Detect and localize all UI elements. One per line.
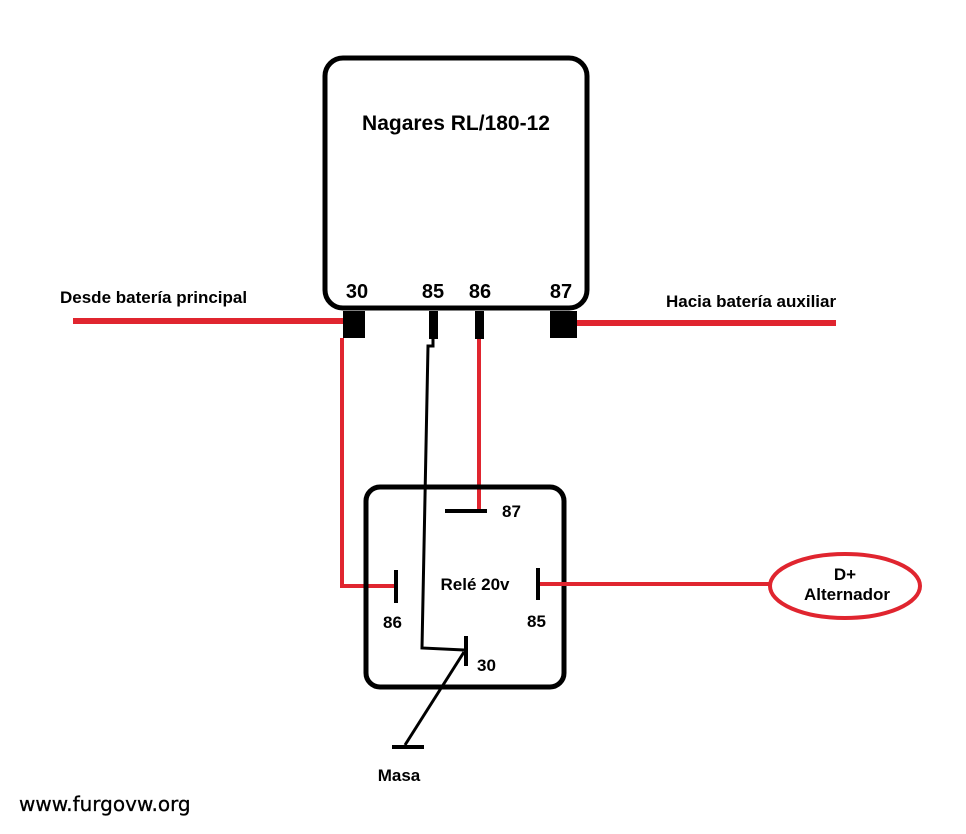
main-relay-pin-85: 85 [422,281,444,303]
main-relay-pin-86: 86 [469,281,491,303]
small-relay-body [363,484,567,690]
small-relay-pin-86: 86 [383,613,402,632]
terminal-87-block [550,311,577,338]
main-relay-pin-87: 87 [550,281,572,303]
main-relay-pin-30: 30 [346,281,368,303]
alternator-ellipse [768,552,922,620]
main-relay-title: Nagares RL/180-12 [362,112,550,135]
main-relay-body [322,55,590,311]
label-from-main-battery: Desde batería principal [60,288,247,307]
small-relay-title: Relé 20v [441,575,511,594]
wire-85-to-relay-30 [420,339,465,652]
wire-30-to-relay-86 [340,338,394,588]
alternator-label-line1: D+ [834,565,856,584]
wire-to-ground [403,651,466,746]
watermark: www.furgovw.org [19,792,191,816]
alternator-label-line2: Alternador [804,585,890,604]
ground-label: Masa [378,766,421,785]
small-relay-pin-85: 85 [527,612,546,631]
small-relay-pin-87: 87 [502,502,521,521]
small-relay-pin-30: 30 [477,656,496,675]
label-to-aux-battery: Hacia batería auxiliar [666,292,836,311]
terminal-85-block [429,311,438,339]
terminal-30-block [343,311,365,338]
terminal-86-block [475,311,484,339]
